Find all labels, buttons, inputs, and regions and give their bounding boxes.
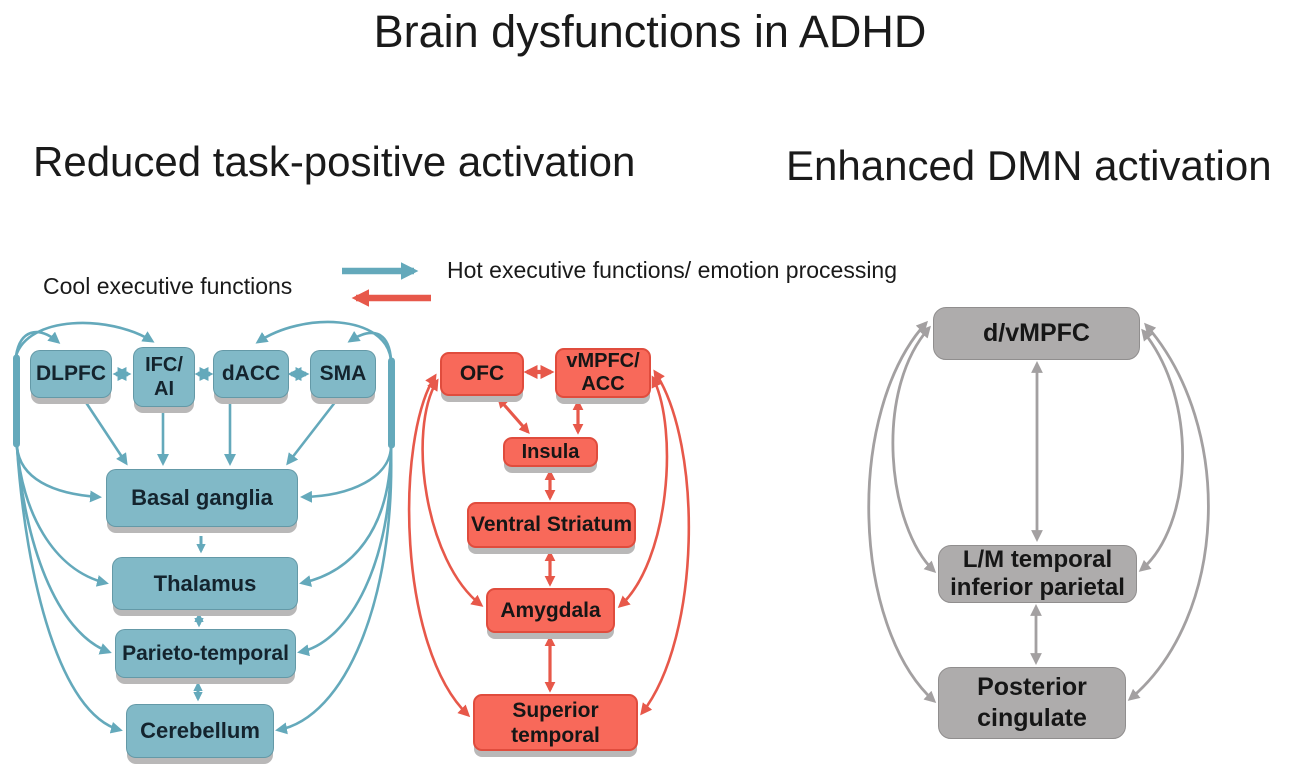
legend-hot-line2: emotion processing [697,257,898,283]
arrow-ofc-superior-temporal-curve [407,373,471,718]
node-parieto-temporal: Parieto-temporal [115,629,296,678]
node-ifc-ai-line2: AI [154,378,174,400]
node-amygdala-label: Amygdala [500,598,601,622]
node-dacc: dACC [213,350,289,398]
arrow-ofc-amygdala-curve [421,378,484,607]
node-posterior-cingulate-line1: Posterior [977,673,1087,701]
node-ofc: OFC [440,352,524,396]
node-ifc-ai: IFC/ AI [133,347,195,407]
arrow-rightbar-basal-ganglia [300,447,393,503]
legend-hot-line1: Hot executive functions/ [447,257,692,283]
arrow-leftbar-ifc-ai [14,321,155,357]
arrow-leftbar-cerebellum [15,446,123,734]
arrow-vmpfc-amygdala-curve [617,375,669,609]
node-cerebellum-label: Cerebellum [140,718,260,743]
node-basal-ganglia-label: Basal ganglia [131,485,273,510]
node-vmpfc-acc-line2: ACC [581,373,625,395]
node-sma: SMA [310,350,376,398]
arrow-rightbar-thalamus [299,447,393,587]
arrow-sma-basal-ganglia [286,400,338,466]
node-posterior-cingulate: Posterior cingulate [938,667,1126,739]
figure-title: Brain dysfunctions in ADHD [373,6,927,57]
node-vmpfc-acc-line1: vMPFC/ [566,350,640,372]
node-insula: Insula [503,437,598,467]
node-thalamus-label: Thalamus [153,570,257,596]
node-ventral-striatum-label: Ventral Striatum [470,513,633,536]
arrow-rightbar-sma [347,331,393,361]
node-posterior-cingulate-line2: cingulate [977,704,1087,732]
legend-cool-label: Cool executive functions [43,273,293,299]
arrow-rightbar-dacc [255,320,393,361]
right-panel-heading: Enhanced DMN activation [786,142,1272,189]
node-lm-temporal-line1: L/M temporal [962,546,1113,573]
arrow-vmpfc-superior-temporal-curve [640,369,691,716]
node-dacc-label: dACC [221,362,281,385]
node-dvmpfc: d/vMPFC [933,307,1140,360]
node-dvmpfc-label: d/vMPFC [983,319,1090,347]
node-vmpfc-acc: vMPFC/ ACC [555,348,651,398]
arrow-leftbar-parieto-temporal [15,446,112,655]
arrow-rightbar-cerebellum [275,447,393,735]
arrow-leftbar-basal-ganglia [15,446,102,503]
arrow-dvmpfc-posterior-cingulate-left-curve [867,320,937,703]
legend-hot-label: Hot executive functions/ emotion process… [447,256,897,285]
node-thalamus: Thalamus [112,557,298,610]
node-lm-temporal-line2: inferior parietal [950,574,1125,601]
node-ofc-label: OFC [459,362,505,385]
node-dlpfc: DLPFC [30,350,112,398]
node-amygdala: Amygdala [486,588,615,633]
node-ifc-ai-line1: IFC/ [145,354,183,376]
arrow-ofc-insula [497,396,530,435]
arrow-dvmpfc-posterior-cingulate-right-curve [1127,322,1210,701]
node-lm-temporal-inferior-parietal: L/M temporal inferior parietal [938,545,1137,603]
node-ventral-striatum: Ventral Striatum [467,502,636,548]
arrow-dlpfc-basal-ganglia [83,400,128,466]
node-insula-label: Insula [521,440,580,463]
arrow-rightbar-parieto-temporal [297,447,393,657]
node-sma-label: SMA [319,362,367,385]
node-cerebellum: Cerebellum [126,704,274,758]
node-parieto-temporal-label: Parieto-temporal [122,641,289,665]
node-dlpfc-label: DLPFC [36,362,106,385]
node-superior-temporal-line1: Superior [512,698,599,722]
node-superior-temporal: Superior temporal [473,694,638,751]
left-panel-heading: Reduced task-positive activation [33,138,636,185]
arrow-dvmpfc-lm-temporal-right-curve [1138,328,1184,572]
node-basal-ganglia: Basal ganglia [106,469,298,527]
node-superior-temporal-line2: temporal [511,723,600,747]
